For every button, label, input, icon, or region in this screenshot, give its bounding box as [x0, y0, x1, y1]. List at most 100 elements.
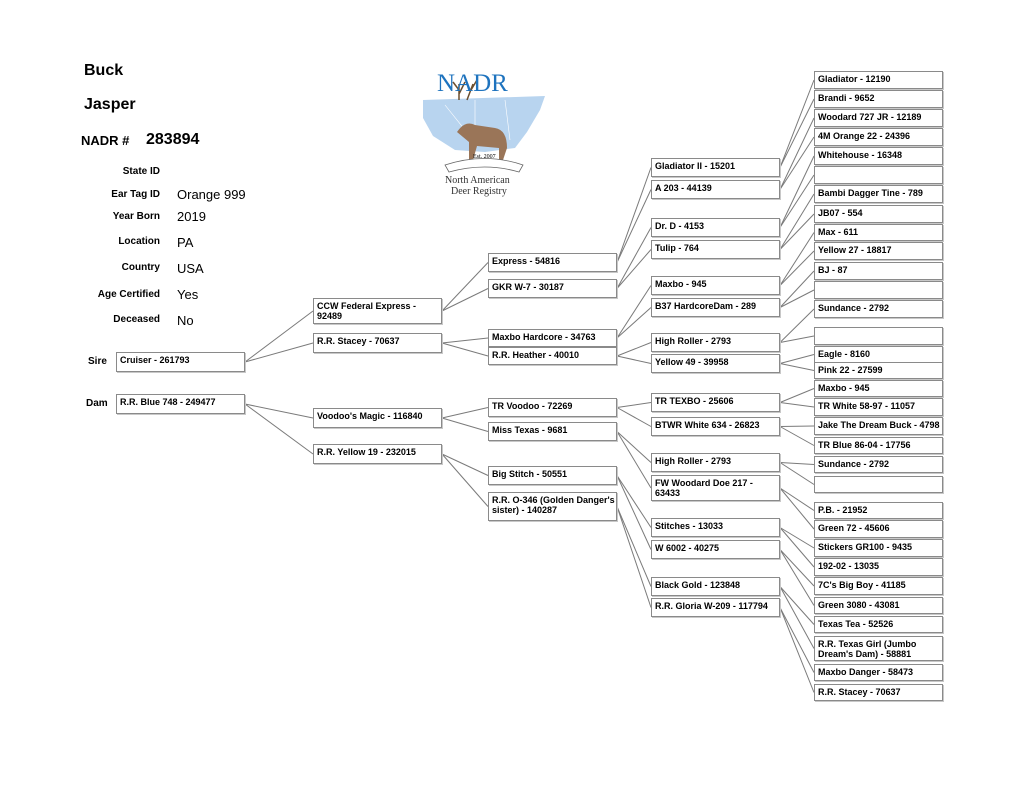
detail-value: USA [177, 261, 204, 276]
animal-name: Jasper [84, 96, 136, 113]
pedigree-box-gen5[interactable]: Yellow 27 - 18817 [814, 242, 943, 260]
pedigree-box-gen5[interactable]: Gladiator - 12190 [814, 71, 943, 89]
pedigree-box-gen5[interactable]: 192-02 - 13035 [814, 558, 943, 576]
connector-line [616, 431, 652, 489]
detail-value: Yes [177, 287, 199, 302]
pedigree-box-gen4[interactable]: FW Woodard Doe 217 - 63433 [651, 475, 780, 501]
pedigree-box-gen5[interactable]: Whitehouse - 16348 [814, 147, 943, 165]
pedigree-box-gen4[interactable]: Maxbo - 945 [651, 276, 780, 295]
connector-line [616, 189, 652, 263]
pedigree-box-gen5[interactable] [814, 476, 943, 493]
pedigree-box-gen5[interactable]: BJ - 87 [814, 262, 943, 280]
connector-line [779, 462, 815, 465]
connector-line [616, 167, 652, 263]
pedigree-box-gen5[interactable]: Woodard 727 JR - 12189 [814, 109, 943, 127]
pedigree-box-gen2[interactable]: Voodoo's Magic - 116840 [313, 408, 442, 428]
pedigree-box-gen5[interactable]: Pink 22 - 27599 [814, 362, 943, 379]
pedigree-box-gen4[interactable]: High Roller - 2793 [651, 453, 780, 472]
pedigree-box-gen5[interactable]: Green 3080 - 43081 [814, 597, 943, 614]
pedigree-box-gen3[interactable]: Miss Texas - 9681 [488, 422, 617, 441]
pedigree-box-gen4[interactable]: W 6002 - 40275 [651, 540, 780, 559]
pedigree-box-gen5[interactable]: Max - 611 [814, 224, 943, 241]
pedigree-box-gen3[interactable]: TR Voodoo - 72269 [488, 398, 617, 417]
connector-line [616, 307, 652, 339]
pedigree-box-gen5[interactable]: JB07 - 554 [814, 205, 943, 223]
pedigree-box-gen5[interactable]: 4M Orange 22 - 24396 [814, 128, 943, 146]
pedigree-box-gen5[interactable]: Sundance - 2792 [814, 456, 943, 473]
connector-line [779, 232, 815, 286]
pedigree-box-gen5[interactable]: Maxbo Danger - 58473 [814, 664, 943, 681]
connector-line [441, 417, 489, 432]
pedigree-box-gen5[interactable]: TR Blue 86-04 - 17756 [814, 437, 943, 454]
pedigree-box-gen5[interactable]: R.R. Texas Girl (Jumbo Dream's Dam) - 58… [814, 636, 943, 661]
connector-line [244, 403, 314, 455]
pedigree-box-gen2[interactable]: R.R. Yellow 19 - 232015 [313, 444, 442, 464]
connector-line [779, 335, 815, 343]
pedigree-box-gen5[interactable]: R.R. Stacey - 70637 [814, 684, 943, 701]
pedigree-box-gen4[interactable]: R.R. Gloria W-209 - 117794 [651, 598, 780, 617]
animal-type: Buck [84, 62, 124, 79]
pedigree-box-gen3[interactable]: R.R. Heather - 40010 [488, 347, 617, 365]
detail-value: No [177, 313, 194, 328]
pedigree-box-gen5[interactable]: TR White 58-97 - 11057 [814, 398, 943, 416]
pedigree-box-gen4[interactable]: TR TEXBO - 25606 [651, 393, 780, 412]
pedigree-box-gen3[interactable]: Maxbo Hardcore - 34763 [488, 329, 617, 347]
pedigree-box-gen3[interactable]: GKR W-7 - 30187 [488, 279, 617, 298]
connector-line [441, 288, 489, 312]
pedigree-box-gen2[interactable]: R.R. Stacey - 70637 [313, 333, 442, 353]
pedigree-box-gen5[interactable]: Jake The Dream Buck - 4798 [814, 417, 943, 435]
dam-label: Dam [86, 398, 108, 409]
pedigree-box-gen4[interactable]: A 203 - 44139 [651, 180, 780, 199]
connector-line [779, 174, 815, 228]
pedigree-box-gen5[interactable] [814, 166, 943, 184]
connector-line [779, 270, 815, 308]
connector-line [779, 586, 815, 649]
pedigree-box-gen3[interactable]: Express - 54816 [488, 253, 617, 272]
pedigree-box-gen5[interactable] [814, 281, 943, 299]
detail-value: 2019 [177, 209, 206, 224]
pedigree-box-gen4[interactable]: BTWR White 634 - 26823 [651, 417, 780, 436]
pedigree-box-gen5[interactable]: Stickers GR100 - 9435 [814, 539, 943, 557]
connector-line [779, 79, 815, 168]
connector-line [441, 453, 489, 476]
connector-line [779, 549, 815, 587]
pedigree-box-gen4[interactable]: Yellow 49 - 39958 [651, 354, 780, 373]
pedigree-box-gen5[interactable]: Sundance - 2792 [814, 300, 943, 318]
connector-line [779, 363, 815, 371]
pedigree-box-gen4[interactable]: Gladiator II - 15201 [651, 158, 780, 177]
pedigree-box-gen2[interactable]: CCW Federal Express - 92489 [313, 298, 442, 324]
connector-line [779, 155, 815, 228]
pedigree-box-gen5[interactable]: Maxbo - 945 [814, 380, 943, 397]
pedigree-box-gen5[interactable] [814, 327, 943, 345]
pedigree-box-gen3[interactable]: R.R. O-346 (Golden Danger's sister) - 14… [488, 492, 617, 521]
pedigree-box-gen3[interactable]: Big Stitch - 50551 [488, 466, 617, 485]
pedigree-box-gen4[interactable]: Dr. D - 4153 [651, 218, 780, 237]
connector-line [441, 407, 489, 419]
pedigree-box-gen4[interactable]: Stitches - 13033 [651, 518, 780, 537]
connector-line [779, 607, 815, 673]
pedigree-box-gen4[interactable]: Tulip - 764 [651, 240, 780, 259]
pedigree-box-gen5[interactable]: Eagle - 8160 [814, 346, 943, 363]
pedigree-box-gen5[interactable]: Green 72 - 45606 [814, 520, 943, 538]
pedigree-box-gen4[interactable]: High Roller - 2793 [651, 333, 780, 352]
pedigree-box-gen4[interactable]: B37 HardcoreDam - 289 [651, 298, 780, 317]
connector-line [779, 487, 815, 511]
pedigree-box-gen5[interactable]: P.B. - 21952 [814, 502, 943, 519]
connector-line [779, 193, 815, 250]
pedigree-box-gen5[interactable]: 7C's Big Boy - 41185 [814, 577, 943, 595]
connector-line [779, 402, 815, 408]
pedigree-box-gen1[interactable]: Cruiser - 261793 [116, 352, 245, 372]
connector-line [779, 487, 815, 530]
pedigree-box-gen5[interactable]: Texas Tea - 52526 [814, 616, 943, 633]
pedigree-box-gen5[interactable]: Bambi Dagger Tine - 789 [814, 185, 943, 203]
connector-line [616, 285, 652, 339]
pedigree-box-gen1[interactable]: R.R. Blue 748 - 249477 [116, 394, 245, 414]
detail-label: Deceased [113, 314, 160, 325]
pedigree-box-gen5[interactable]: Brandi - 9652 [814, 90, 943, 108]
connector-line [616, 475, 652, 528]
connector-line [616, 355, 652, 364]
detail-label: Ear Tag ID [111, 189, 160, 200]
connector-line [779, 136, 815, 190]
pedigree-box-gen4[interactable]: Black Gold - 123848 [651, 577, 780, 596]
